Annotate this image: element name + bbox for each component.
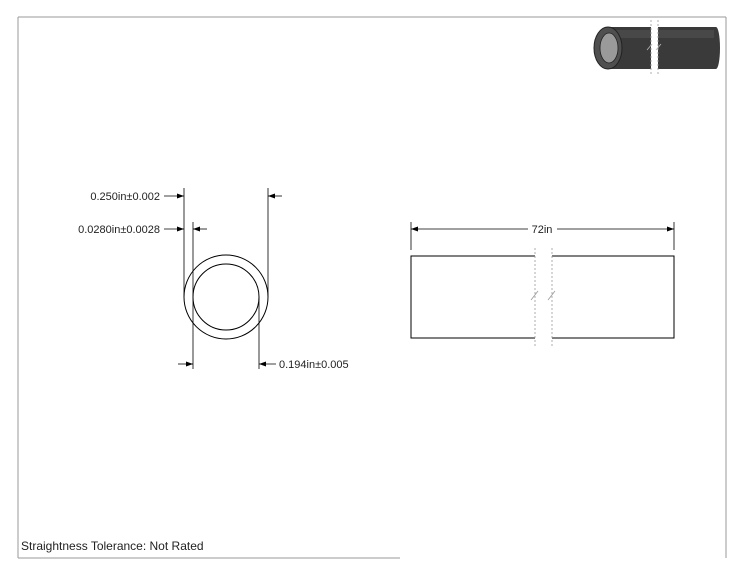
side-view — [410, 222, 675, 346]
outer-diameter-label: 0.250in±0.002 — [90, 191, 160, 203]
length-label: 72in — [532, 224, 553, 236]
inner-diameter-label: 0.194in±0.005 — [279, 359, 349, 371]
straightness-tolerance-note: Straightness Tolerance: Not Rated — [21, 539, 204, 553]
drawing-frame — [17, 16, 727, 559]
tube-3d-illustration — [593, 20, 720, 76]
wall-thickness-label: 0.0280in±0.0028 — [78, 224, 160, 236]
end-view — [164, 188, 282, 369]
